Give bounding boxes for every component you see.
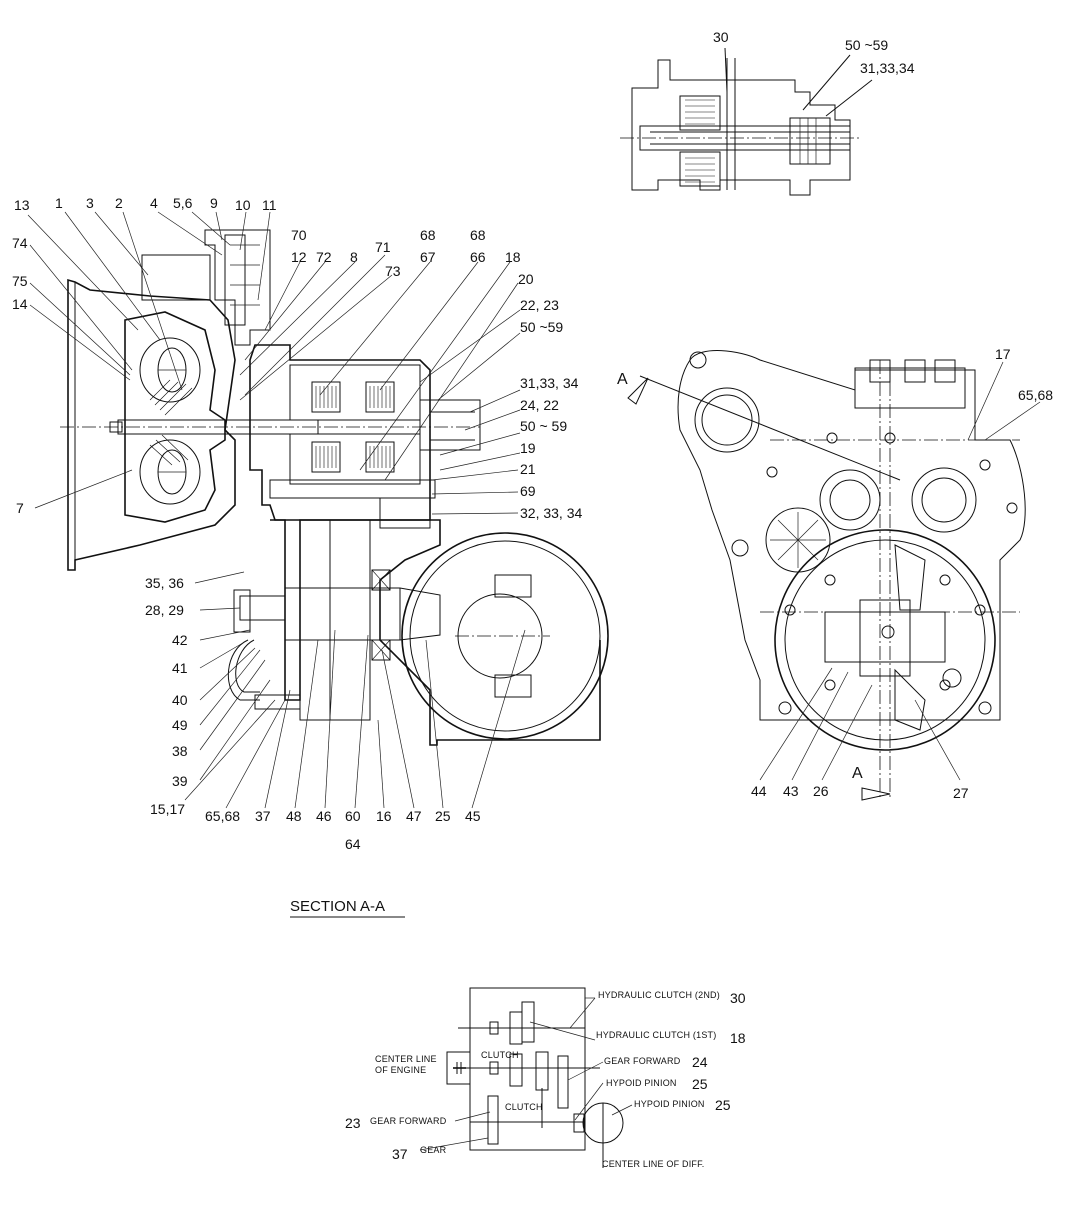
callout-hypoid-pinion-a: HYPOID PINION bbox=[606, 1078, 677, 1088]
label-12: 12 bbox=[291, 249, 307, 265]
center-line-diff: CENTER LINE OF DIFF. bbox=[602, 1159, 705, 1169]
label-16: 16 bbox=[376, 808, 392, 824]
schematic-diagram bbox=[419, 987, 633, 1168]
label-11: 11 bbox=[262, 197, 277, 213]
label-42: 42 bbox=[172, 632, 188, 648]
schematic-labels: CLUTCH CLUTCH CENTER LINE OF ENGINE CENT… bbox=[345, 990, 746, 1169]
label-75: 75 bbox=[12, 273, 28, 289]
callout-num-25-a: 25 bbox=[692, 1076, 708, 1092]
label-70: 70 bbox=[291, 227, 307, 243]
section-title: SECTION A-A bbox=[290, 898, 385, 915]
callout-num-37: 37 bbox=[392, 1146, 408, 1162]
center-line-engine-2: OF ENGINE bbox=[375, 1065, 426, 1075]
right-end-view bbox=[627, 350, 1026, 801]
label-71: 71 bbox=[375, 239, 391, 255]
callout-hydraulic-clutch-2nd: HYDRAULIC CLUTCH (2ND) bbox=[598, 990, 720, 1000]
callout-gear-37: GEAR bbox=[420, 1145, 447, 1155]
label-50-59-b: 50 ~ 59 bbox=[520, 418, 567, 434]
label-60: 60 bbox=[345, 808, 361, 824]
label-21: 21 bbox=[520, 461, 536, 477]
label-14: 14 bbox=[12, 296, 28, 312]
label-18: 18 bbox=[505, 249, 521, 265]
clutch-label-lower: CLUTCH bbox=[505, 1102, 543, 1112]
label-39: 39 bbox=[172, 773, 188, 789]
label-35-36: 35, 36 bbox=[145, 575, 184, 591]
label-top-31-33-34: 31,33,34 bbox=[860, 60, 915, 76]
label-41: 41 bbox=[172, 660, 188, 676]
label-9: 9 bbox=[210, 195, 218, 211]
callout-hypoid-pinion-b: HYPOID PINION bbox=[634, 1099, 705, 1109]
center-line-engine-1: CENTER LINE bbox=[375, 1054, 437, 1064]
label-64: 64 bbox=[345, 836, 361, 852]
label-7: 7 bbox=[16, 500, 24, 516]
label-32-33-34: 32, 33, 34 bbox=[520, 505, 582, 521]
callout-num-23: 23 bbox=[345, 1115, 361, 1131]
callout-hydraulic-clutch-1st: HYDRAULIC CLUTCH (1ST) bbox=[596, 1030, 716, 1040]
label-74: 74 bbox=[12, 235, 28, 251]
callout-num-25-b: 25 bbox=[715, 1097, 731, 1113]
drawing-labels: 30 50 ~59 31,33,34 13 1 3 2 4 5,6 9 10 1… bbox=[12, 29, 1053, 918]
label-27: 27 bbox=[953, 785, 969, 801]
label-68-a: 68 bbox=[420, 227, 436, 243]
label-8: 8 bbox=[350, 249, 358, 265]
label-73: 73 bbox=[385, 263, 401, 279]
label-45: 45 bbox=[465, 808, 481, 824]
section-mark-a-upper: A bbox=[617, 371, 628, 388]
label-24-22: 24, 22 bbox=[520, 397, 559, 413]
label-3: 3 bbox=[86, 195, 94, 211]
callout-num-24: 24 bbox=[692, 1054, 708, 1070]
label-50-59-a: 50 ~59 bbox=[520, 319, 563, 335]
label-47: 47 bbox=[406, 808, 422, 824]
label-43: 43 bbox=[783, 783, 799, 799]
label-4: 4 bbox=[150, 195, 158, 211]
label-22-23: 22, 23 bbox=[520, 297, 559, 313]
label-65-68: 65,68 bbox=[205, 808, 240, 824]
label-19: 19 bbox=[520, 440, 536, 456]
label-69: 69 bbox=[520, 483, 536, 499]
label-46: 46 bbox=[316, 808, 332, 824]
label-25: 25 bbox=[435, 808, 451, 824]
label-37: 37 bbox=[255, 808, 271, 824]
main-section-view bbox=[60, 229, 609, 746]
label-28-29: 28, 29 bbox=[145, 602, 184, 618]
leader-lines bbox=[27, 211, 1041, 809]
label-26: 26 bbox=[813, 783, 829, 799]
label-67: 67 bbox=[420, 249, 436, 265]
label-top-30: 30 bbox=[713, 29, 729, 45]
callout-num-18: 18 bbox=[730, 1030, 746, 1046]
label-72: 72 bbox=[316, 249, 332, 265]
section-mark-a-lower: A bbox=[852, 765, 863, 782]
label-31-33-34: 31,33, 34 bbox=[520, 375, 579, 391]
label-66: 66 bbox=[470, 249, 486, 265]
label-10: 10 bbox=[235, 197, 251, 213]
label-17: 17 bbox=[995, 346, 1011, 362]
label-13: 13 bbox=[14, 197, 30, 213]
label-38: 38 bbox=[172, 743, 188, 759]
label-top-50-59: 50 ~59 bbox=[845, 37, 888, 53]
label-48: 48 bbox=[286, 808, 302, 824]
label-2: 2 bbox=[115, 195, 123, 211]
label-1: 1 bbox=[55, 195, 63, 211]
callout-gear-forward-24: GEAR FORWARD bbox=[604, 1056, 681, 1066]
label-15-17: 15,17 bbox=[150, 801, 185, 817]
clutch-label-upper: CLUTCH bbox=[481, 1050, 519, 1060]
callout-num-30: 30 bbox=[730, 990, 746, 1006]
label-44: 44 bbox=[751, 783, 767, 799]
label-20: 20 bbox=[518, 271, 534, 287]
label-65-68-right: 65,68 bbox=[1018, 387, 1053, 403]
label-68-b: 68 bbox=[470, 227, 486, 243]
label-5-6: 5,6 bbox=[173, 195, 193, 211]
label-49: 49 bbox=[172, 717, 188, 733]
callout-gear-forward-23: GEAR FORWARD bbox=[370, 1116, 447, 1126]
label-40: 40 bbox=[172, 692, 188, 708]
top-detail-view bbox=[620, 47, 873, 196]
